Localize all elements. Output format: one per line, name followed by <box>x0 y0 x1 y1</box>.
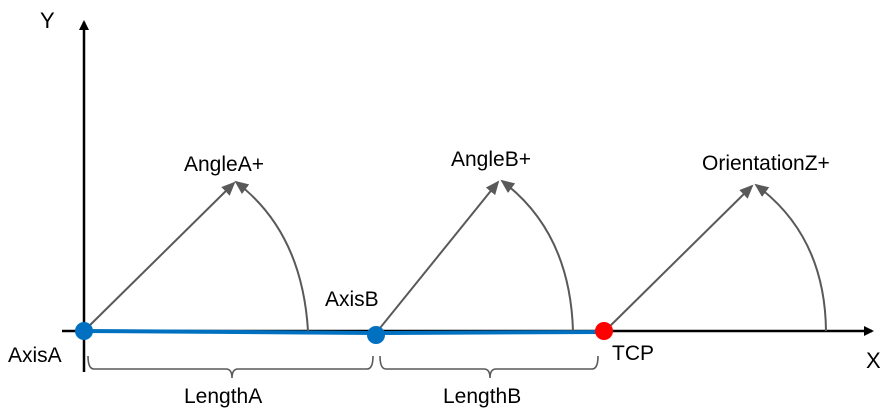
orientation-z-label: OrientationZ+ <box>702 152 830 175</box>
angle-b-label: AngleB+ <box>451 148 531 171</box>
link-a <box>83 329 377 335</box>
angle-a-ray <box>83 181 236 332</box>
length-b-label: LengthB <box>443 385 521 408</box>
link-b <box>375 330 605 335</box>
axis-b-label: AxisB <box>325 288 379 311</box>
joint-axis-a <box>75 322 93 340</box>
length-a-label: LengthA <box>184 385 262 408</box>
length-a-bracket <box>87 355 374 379</box>
joint-tcp <box>595 322 613 340</box>
x-axis-label: X <box>866 348 881 373</box>
tcp-label: TCP <box>612 342 654 365</box>
length-b-bracket <box>379 355 599 379</box>
angle-a-label: AngleA+ <box>184 153 264 176</box>
joint-axis-b <box>367 326 385 344</box>
axis-a-label: AxisA <box>8 344 62 367</box>
y-axis-label: Y <box>40 8 55 33</box>
orientation-z-arc <box>754 183 827 332</box>
angle-b-ray <box>375 180 500 334</box>
angle-a-arc <box>234 180 309 332</box>
angle-b-arc <box>500 179 574 332</box>
orientation-z-ray <box>603 184 754 333</box>
